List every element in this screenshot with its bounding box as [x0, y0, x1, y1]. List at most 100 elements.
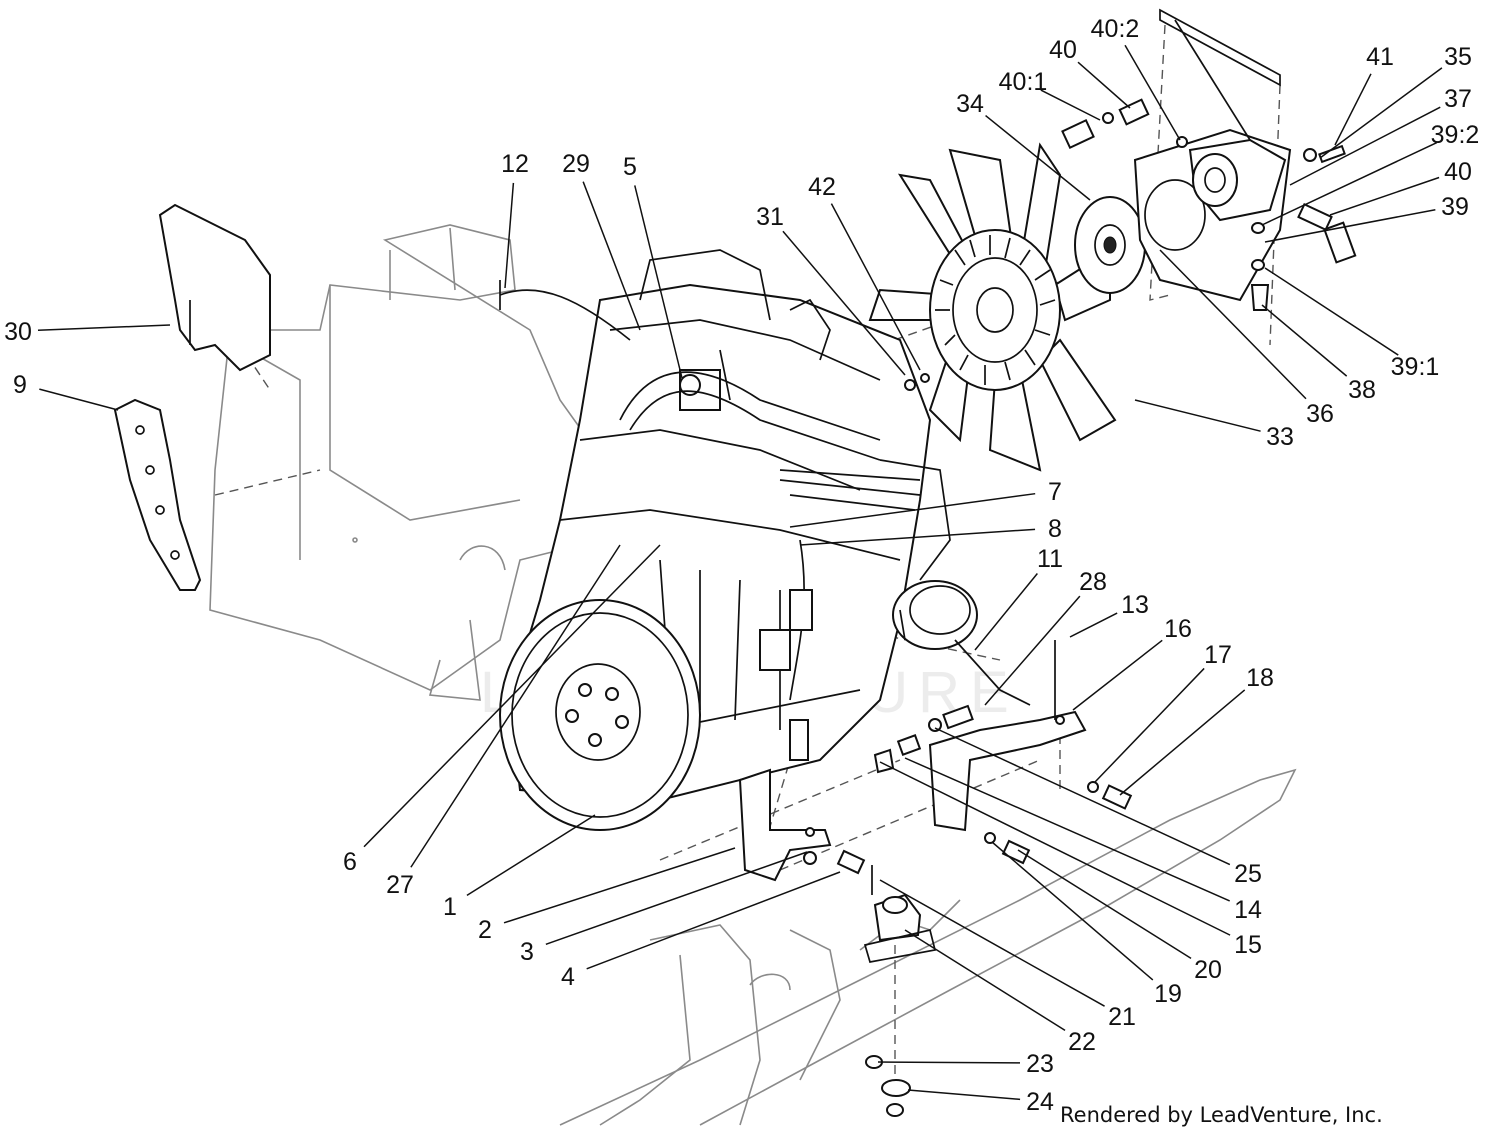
callout-label: 12	[501, 150, 529, 178]
callout-label: 31	[756, 203, 784, 231]
leader-line	[1069, 612, 1118, 638]
callout-label: 40:1	[999, 68, 1048, 96]
callout-label: 15	[1234, 931, 1262, 959]
leader-line	[466, 814, 596, 897]
callout-label: 24	[1026, 1088, 1054, 1116]
leader-line	[991, 841, 1154, 981]
leader-line	[634, 185, 683, 379]
callout-label: 8	[1048, 515, 1062, 543]
leader-line	[985, 114, 1091, 201]
leader-line	[1329, 176, 1440, 216]
callout-label: 19	[1154, 980, 1182, 1008]
callout-label: 22	[1068, 1028, 1096, 1056]
leader-line	[1072, 639, 1163, 711]
leader-line	[904, 757, 1230, 902]
leader-line	[877, 1061, 1021, 1064]
mount-bracket-2	[738, 768, 832, 882]
leader-line	[1134, 399, 1261, 432]
leader-line	[410, 544, 621, 868]
nut-and-washer	[865, 1055, 911, 1117]
callout-label: 4	[561, 963, 575, 991]
callout-label: 39:2	[1431, 121, 1480, 149]
leader-line	[984, 595, 1081, 706]
callout-label: 14	[1234, 896, 1262, 924]
callout-label: 6	[343, 848, 357, 876]
callout-label: 21	[1108, 1003, 1136, 1031]
engine-bracket-30	[158, 203, 271, 372]
leader-line	[586, 871, 841, 970]
leader-line	[363, 544, 661, 848]
callout-label: 25	[1234, 860, 1262, 888]
callout-label: 23	[1026, 1050, 1054, 1078]
leader-line	[1119, 689, 1246, 796]
cooling-fan	[868, 142, 1117, 472]
flywheel	[499, 599, 701, 831]
leader-line	[1094, 667, 1205, 783]
leader-line	[1159, 249, 1307, 400]
callout-label: 35	[1444, 43, 1472, 71]
leader-line	[1124, 44, 1181, 141]
leader-line	[879, 879, 1105, 1007]
leader-line	[1334, 73, 1372, 146]
callout-label: 38	[1348, 376, 1376, 404]
callout-label: 18	[1246, 664, 1274, 692]
leader-line	[1077, 61, 1131, 109]
leader-line	[545, 851, 808, 946]
leader-line	[1289, 106, 1441, 186]
callout-label: 39:1	[1391, 353, 1440, 381]
leader-line	[1261, 141, 1438, 226]
callout-label: 37	[1444, 85, 1472, 113]
callout-label: 28	[1079, 568, 1107, 596]
leader-line	[39, 388, 119, 411]
callout-label: 33	[1266, 423, 1294, 451]
callout-label: 20	[1194, 956, 1222, 984]
leader-line	[1319, 67, 1443, 159]
leader-line	[907, 1089, 1021, 1101]
mount-hardware	[803, 640, 1133, 895]
leader-line	[782, 230, 906, 376]
callout-label: 40	[1049, 36, 1077, 64]
frame-outline	[559, 768, 1297, 1126]
oil-filter	[892, 580, 978, 650]
leader-line	[1264, 267, 1399, 356]
callout-label: 9	[13, 371, 27, 399]
leader-line	[904, 929, 1066, 1032]
callout-labels: 1234567891112131415161718192021222324252…	[4, 15, 1479, 1116]
callout-label: 27	[386, 871, 414, 899]
leader-line	[974, 573, 1038, 651]
callout-label: 29	[562, 150, 590, 178]
callout-label: 34	[956, 90, 984, 118]
callout-label: 42	[808, 173, 836, 201]
leader-line	[830, 203, 921, 371]
fan-spacer	[1074, 196, 1146, 294]
leader-line	[789, 492, 1036, 528]
callout-label: 39	[1441, 193, 1469, 221]
leader-line	[879, 761, 1231, 936]
leader-line	[1040, 89, 1101, 121]
engine-bracket-9	[113, 398, 202, 591]
leader-line	[582, 181, 641, 331]
leader-line	[504, 182, 515, 289]
callout-label: 16	[1164, 615, 1192, 643]
leader-line	[37, 324, 171, 331]
callout-label: 13	[1121, 591, 1149, 619]
leader-line	[1261, 304, 1348, 377]
dipstick-tube	[954, 639, 1031, 706]
leader-line	[1017, 849, 1192, 960]
callout-label: 11	[1037, 545, 1063, 573]
callout-label: 30	[4, 318, 32, 346]
callout-label: 5	[623, 153, 637, 181]
callout-label: 40	[1444, 158, 1472, 186]
leader-line	[503, 847, 736, 924]
leader-lines	[37, 44, 1443, 1101]
leader-line	[799, 528, 1036, 546]
callout-label: 41	[1366, 43, 1394, 71]
fittings-top	[904, 98, 1357, 391]
mount-bracket-16	[928, 710, 1087, 832]
rubber-mount	[863, 893, 937, 963]
callout-label: 17	[1204, 641, 1232, 669]
pump-bracket	[1133, 8, 1292, 302]
leader-line	[1264, 208, 1436, 243]
